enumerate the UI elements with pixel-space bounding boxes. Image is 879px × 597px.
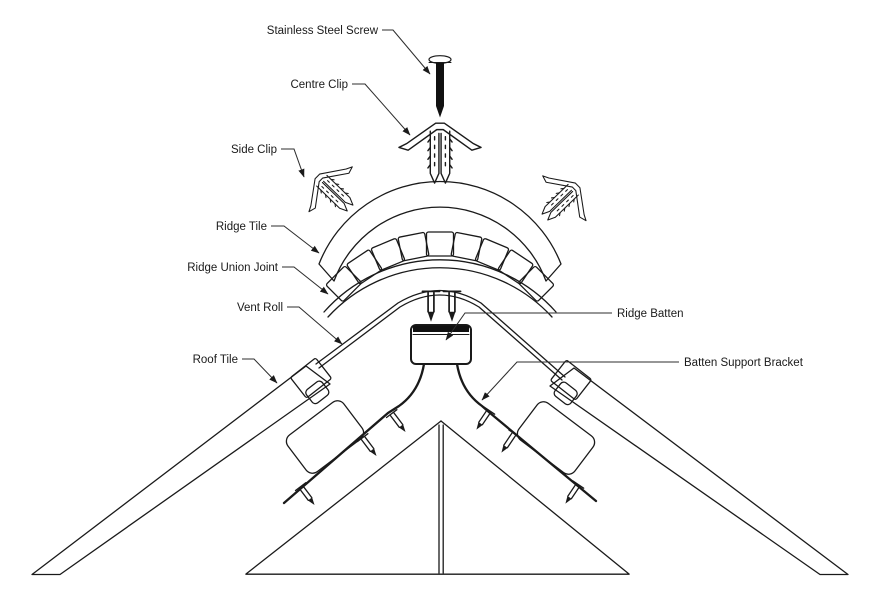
leader-ridge-batten [445,312,612,341]
leader-centre-clip [352,83,411,136]
leader-side-clip [281,148,305,178]
label-ridge-batten: Ridge Batten [617,308,684,320]
leader-roof-tile [242,358,278,384]
bracket-nail [385,409,412,437]
leader-stainless-steel-screw [382,29,431,75]
label-batten-support-bracket: Batten Support Bracket [684,357,804,369]
leader-batten-support-bracket [481,361,679,401]
bracket-nail [559,480,585,508]
leader-lines [242,29,679,401]
ridge-batten-shape [410,290,472,365]
labels: Stainless Steel Screw Centre Clip Side C… [187,25,803,369]
label-ridge-tile: Ridge Tile [216,221,267,233]
bracket-nail [294,482,321,510]
bracket-nail [470,406,496,434]
label-ridge-union-joint: Ridge Union Joint [187,262,279,274]
label-centre-clip: Centre Clip [290,79,348,91]
label-side-clip: Side Clip [231,144,277,156]
leader-ridge-tile [271,225,320,254]
union-joint-tiles [325,231,555,302]
label-roof-tile: Roof Tile [193,354,238,366]
ridge-union-joint-shape [323,231,557,318]
roof-tile-right [549,360,849,576]
label-vent-roll: Vent Roll [237,302,283,314]
leader-ridge-union-joint [282,266,329,295]
leader-vent-roll [287,306,343,345]
side-clip-left-shape [295,153,373,231]
side-clip-right-shape [522,162,600,240]
roof-truss-triangle [245,420,630,575]
centre-clip-shape [398,122,482,184]
label-stainless-steel-screw: Stainless Steel Screw [267,25,379,37]
stainless-steel-screw-shape [428,55,452,118]
ridge-tile-shape [318,180,562,282]
roof-tile-left [31,358,332,576]
batten-support-bracket-shape [282,362,598,510]
